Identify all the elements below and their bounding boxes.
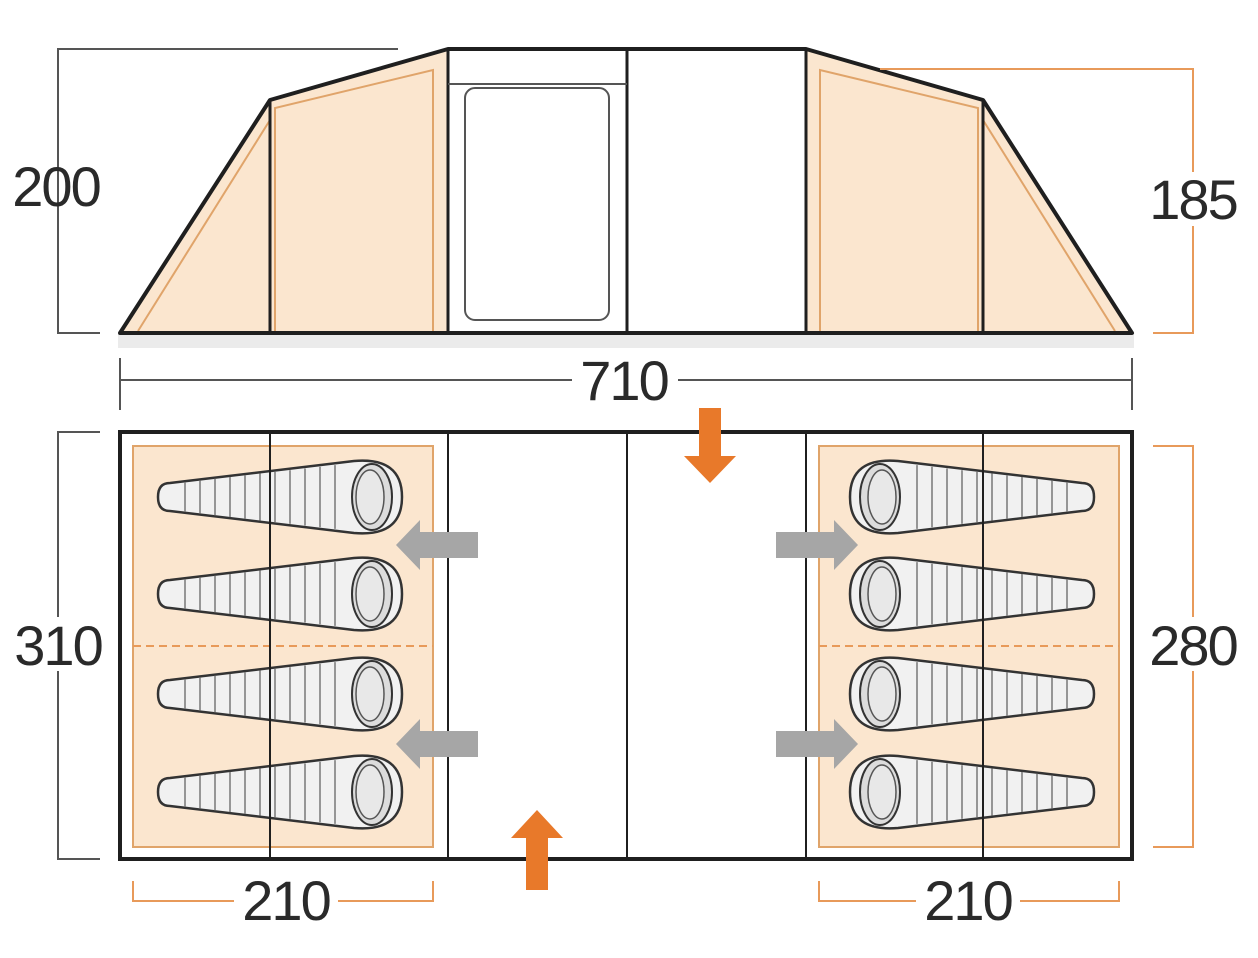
sleeping-bag	[848, 556, 1096, 632]
access-arrow-right-bottom	[776, 719, 858, 769]
sleeping-bag	[156, 556, 404, 632]
bedroom-access-arrows	[396, 520, 858, 769]
bedroom-left-length-label: 210	[242, 869, 329, 932]
plan-dimensions: 310 280 210 210	[6, 431, 1245, 932]
bedroom-left-length-label-bg	[234, 872, 338, 926]
access-arrow-right-top	[776, 520, 858, 570]
left-bedroom-inner-outline	[274, 68, 434, 331]
sleeping-bag	[156, 656, 404, 732]
sleeping-bag	[156, 459, 404, 535]
elevation-dimensions: 200 185 710	[12, 48, 1243, 412]
length-label-bg	[572, 355, 678, 405]
sleeping-bag	[848, 459, 1096, 535]
access-arrow-left-bottom	[396, 719, 478, 769]
entrance-arrow-bottom	[511, 810, 563, 890]
sleeping-bag	[848, 656, 1096, 732]
sleeping-bag	[848, 754, 1096, 830]
entrance-arrow-top	[684, 408, 736, 483]
right-bedroom-inner-outline	[819, 68, 979, 331]
left-bedroom-panel	[270, 50, 448, 333]
sleeping-bag	[156, 754, 404, 830]
bedroom-depth-label-bg	[1141, 617, 1245, 671]
height-left-label: 200	[12, 155, 99, 218]
tent-elevation-view	[118, 47, 1134, 348]
length-label: 710	[580, 349, 667, 412]
bedroom-depth-label: 280	[1149, 614, 1236, 677]
right-bedroom-panel	[806, 50, 983, 333]
door-window	[464, 87, 610, 321]
height-right-label: 185	[1149, 168, 1236, 231]
height-left-dimension-line	[57, 48, 398, 334]
access-arrow-left-top	[396, 520, 478, 570]
bedroom-right-length-label: 210	[924, 869, 1011, 932]
entrance-arrows	[511, 408, 736, 890]
left-bedroom-inner-line	[137, 119, 271, 332]
tent-plan-view	[118, 408, 1134, 890]
height-right-label-bg	[1143, 172, 1243, 226]
bedroom-right-length-label-bg	[916, 872, 1020, 926]
sleeping-bags	[156, 459, 1096, 830]
width-label: 310	[14, 614, 101, 677]
ground-shadow	[118, 334, 1134, 348]
right-bedroom-inner-line	[982, 119, 1116, 332]
width-label-bg	[6, 617, 110, 671]
